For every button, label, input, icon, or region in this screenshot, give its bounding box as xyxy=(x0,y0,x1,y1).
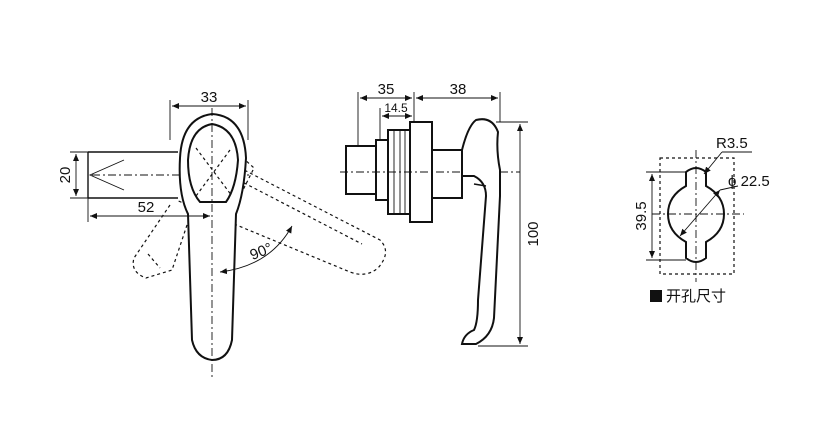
dim-52-label: 52 xyxy=(138,199,155,216)
cutout-caption: 开孔尺寸 xyxy=(650,288,726,305)
dim-handle-length: 100 xyxy=(478,121,542,347)
caption-square-icon xyxy=(650,290,662,302)
cutout-view: R3.5 ϕ 22.5 39.5 开孔尺寸 xyxy=(633,135,770,305)
dim-20-label: 20 xyxy=(57,167,74,184)
dim-35-label: 35 xyxy=(378,81,395,98)
dim-shaft-height: 20 xyxy=(57,151,90,199)
handle-side xyxy=(460,118,501,345)
dim-corner-radius: R3.5 xyxy=(703,135,752,175)
dim-90-label: 90° xyxy=(248,240,275,264)
dim-body-depth: 35 xyxy=(357,81,415,146)
dim-hole-diameter: ϕ 22.5 xyxy=(679,173,770,237)
dim-flat-width: 39.5 xyxy=(633,171,686,261)
dim-handle-width: 33 xyxy=(169,89,249,140)
front-view: 33 20 52 90° xyxy=(57,89,387,380)
dim-100-label: 100 xyxy=(525,221,542,246)
cutout-caption-text: 开孔尺寸 xyxy=(666,288,726,305)
side-view: 35 14.5 38 100 xyxy=(340,81,542,347)
dim-39-5-label: 39.5 xyxy=(633,201,650,230)
dim-r3-5-label: R3.5 xyxy=(716,135,748,152)
dim-thread-length: 14.5 xyxy=(379,101,412,140)
lock-body xyxy=(340,121,520,223)
handle-front xyxy=(178,108,248,380)
dim-14-5-label: 14.5 xyxy=(384,101,408,115)
dim-33-label: 33 xyxy=(201,89,218,106)
dim-reach: 52 xyxy=(87,198,210,222)
dim-lever-offset: 38 xyxy=(416,81,501,122)
dim-38-label: 38 xyxy=(450,81,467,98)
dim-phi-22-5-label: ϕ 22.5 xyxy=(728,173,770,190)
